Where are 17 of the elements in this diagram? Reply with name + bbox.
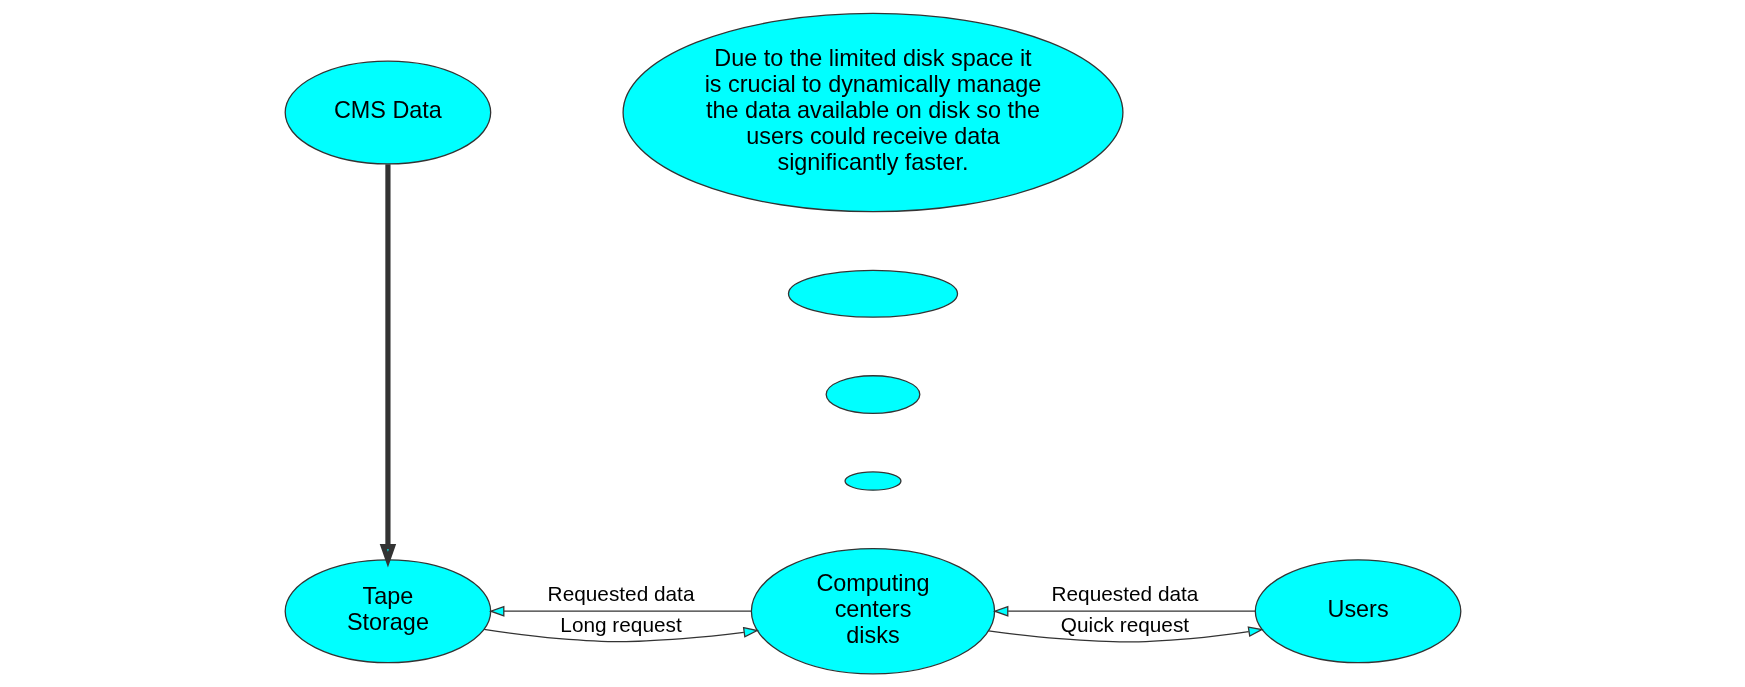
node-ellipse (843, 471, 902, 491)
node-ellipse (787, 269, 958, 318)
edge-label: Quick request (1060, 612, 1189, 636)
node-ellipse (825, 375, 920, 415)
arrow (987, 626, 1264, 643)
node-ellipse: Due to the limited disk space it is crucial to dynamically manage the data available on disk so the users could receive data significantly faster. (621, 12, 1124, 213)
node-ellipse: Computing centers disks (750, 547, 995, 675)
node-ellipse: Tape Storage (284, 559, 491, 664)
arrow (379, 164, 396, 568)
arrow (482, 626, 759, 643)
arrow (992, 605, 1256, 617)
node-ellipse: CMS Data (284, 60, 491, 165)
edge-label: Requested data (1051, 581, 1198, 605)
edge-label: Long request (559, 612, 682, 636)
edge-label: Requested data (547, 581, 694, 605)
node-ellipse: Users (1254, 559, 1461, 664)
arrow (488, 605, 752, 617)
